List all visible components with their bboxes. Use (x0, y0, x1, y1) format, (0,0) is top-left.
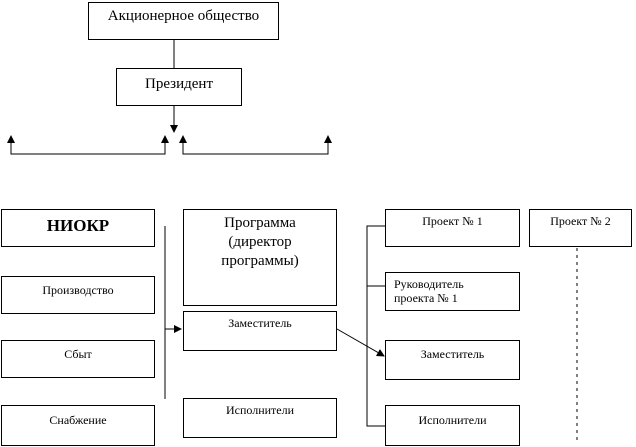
supply-label: Снабжение (49, 413, 107, 427)
program-deputy-box: Заместитель (183, 311, 337, 351)
project2-label: Проект № 2 (550, 214, 611, 228)
program-box: Программа (директор программы) (183, 209, 337, 306)
joint-stock-company-label: Акционерное общество (107, 8, 260, 24)
joint-stock-company-box: Акционерное общество (88, 2, 279, 40)
project1-deputy-box: Заместитель (385, 340, 520, 380)
program-title-line1: Программа (224, 215, 296, 231)
supply-box: Снабжение (1, 405, 155, 446)
program-title-line3: программы) (221, 252, 299, 269)
niokr-label: НИОКР (46, 216, 110, 235)
left-bracket (10, 140, 166, 155)
sales-box: Сбыт (1, 340, 155, 378)
president-label: Президент (145, 76, 213, 92)
right-bracket (182, 140, 329, 155)
project1-executors-label: Исполнители (418, 413, 487, 427)
project1-executors-box: Исполнители (385, 405, 520, 446)
project1-manager-line1: Руководитель (394, 277, 464, 291)
program-executors-box: Исполнители (183, 398, 337, 438)
project2-box: Проект № 2 (529, 209, 632, 247)
project1-manager-line2: проекта № 1 (394, 290, 458, 305)
project1-label: Проект № 1 (422, 214, 483, 228)
project1-bracket (366, 225, 385, 427)
project1-box: Проект № 1 (385, 209, 520, 247)
production-box: Производство (1, 276, 155, 314)
arrow-right-up-1 (179, 135, 187, 143)
arrow-right-up-2 (324, 135, 332, 143)
program-executors-label: Исполнители (225, 403, 295, 417)
project1-manager-box: Руководитель проекта № 1 (385, 272, 520, 311)
president-box: Президент (116, 68, 242, 106)
arrow-deputy-to-deputy (336, 328, 385, 357)
production-label: Производство (42, 283, 114, 297)
program-deputy-label: Заместитель (228, 316, 292, 330)
sales-label: Сбыт (64, 347, 92, 361)
arrow-left-up-2 (161, 135, 169, 143)
niokr-box: НИОКР (1, 209, 155, 247)
arrow-left-up-1 (7, 135, 15, 143)
program-title-line2: (директор (228, 233, 292, 250)
project1-deputy-label: Заместитель (420, 347, 485, 361)
